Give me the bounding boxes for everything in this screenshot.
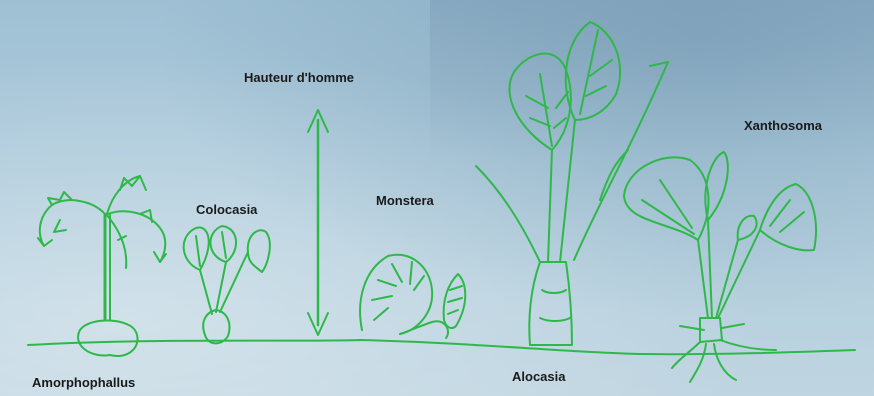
xanthosoma-plant xyxy=(624,152,816,382)
alocasia-label: Alocasia xyxy=(512,369,565,384)
monstera-plant xyxy=(360,255,465,338)
height-arrow xyxy=(308,110,328,335)
amorphophallus-plant xyxy=(38,176,166,356)
alocasia-plant xyxy=(476,22,668,345)
height-marker-label: Hauteur d'homme xyxy=(244,70,354,85)
colocasia-label: Colocasia xyxy=(196,202,257,217)
monstera-label: Monstera xyxy=(376,193,434,208)
amorphophallus-label: Amorphophallus xyxy=(32,375,135,390)
xanthosoma-label: Xanthosoma xyxy=(744,118,822,133)
ground-line xyxy=(28,340,855,354)
colocasia-plant xyxy=(184,226,270,343)
